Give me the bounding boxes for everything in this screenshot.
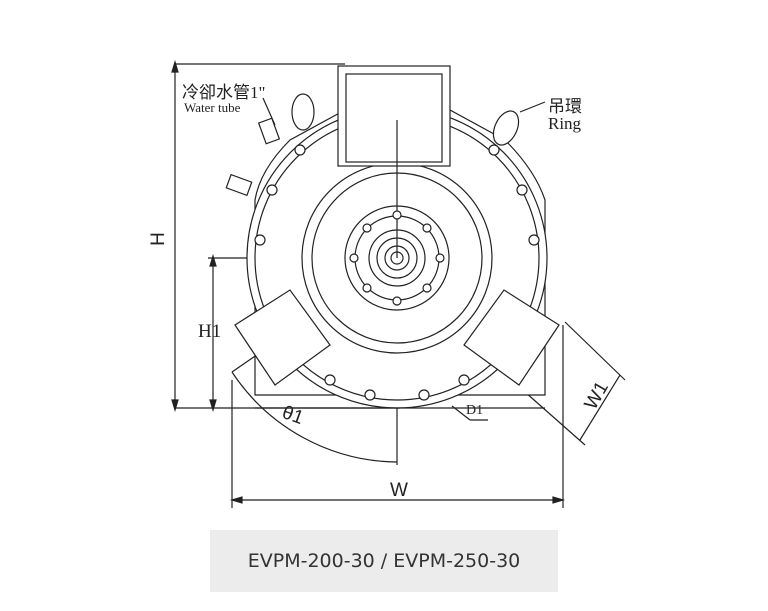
dimension-w1-line xyxy=(524,321,626,446)
water-tube-label-en: Water tube xyxy=(184,100,241,115)
dimension-h-label: H xyxy=(147,232,169,246)
water-tube-label-zh: 冷卻水管1" xyxy=(182,83,266,102)
model-caption: EVPM-200-30 / EVPM-250-30 xyxy=(210,530,558,592)
dimension-w-line xyxy=(229,325,566,508)
dimension-w-label: W xyxy=(390,480,408,501)
dimension-d1-label: D1 xyxy=(466,403,484,418)
dimension-h1-label: H1 xyxy=(198,321,222,342)
ring-label-en: Ring xyxy=(548,114,582,133)
ring-label-zh: 吊環 xyxy=(548,97,582,116)
motor-body xyxy=(225,65,560,409)
